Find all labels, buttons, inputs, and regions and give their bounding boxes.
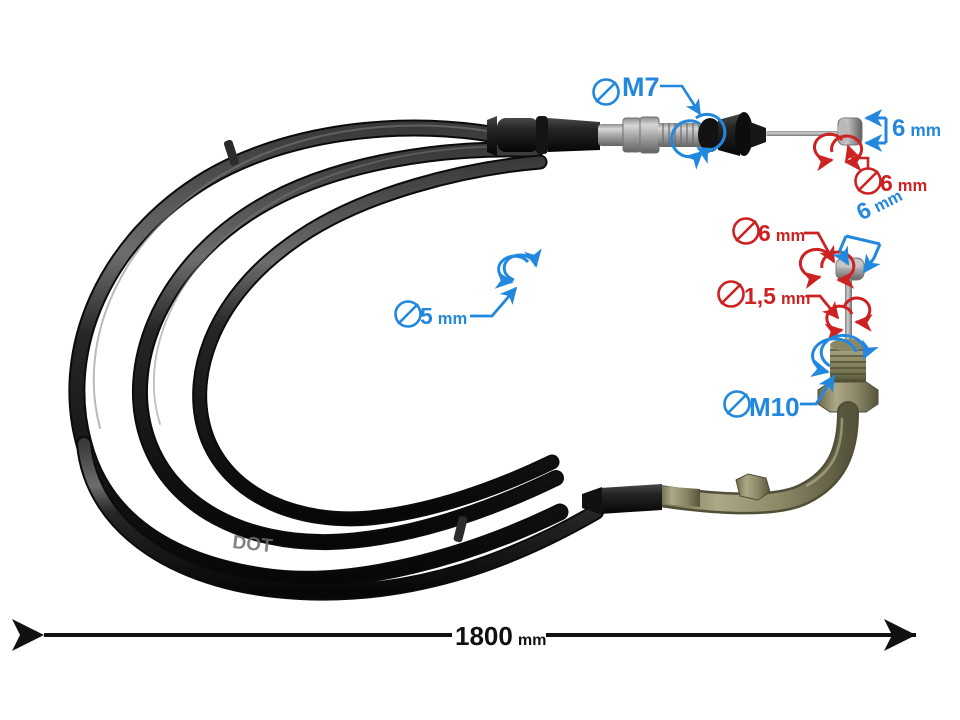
annotation-mid-dia-6mm bbox=[732, 217, 856, 290]
label-m7-value: M7 bbox=[622, 72, 660, 102]
annotation-cable-5mm bbox=[394, 248, 542, 328]
label-cable-5mm-value: 5 bbox=[420, 303, 433, 329]
label-m10-value: M10 bbox=[749, 392, 800, 422]
diameter-symbol-icon bbox=[732, 217, 760, 245]
lower-elbow-fitting bbox=[582, 339, 879, 515]
label-overall-length-unit: mm bbox=[517, 631, 547, 649]
label-overall-length-value: 1800 bbox=[455, 621, 513, 651]
upper-end-assembly bbox=[487, 112, 863, 156]
diameter-symbol-icon bbox=[717, 280, 745, 308]
annotation-barrel-6mm bbox=[864, 109, 888, 152]
annotation-m7 bbox=[592, 78, 727, 170]
label-m10: M10 bbox=[749, 392, 800, 423]
label-barrel-6mm-value: 6 bbox=[892, 115, 906, 142]
label-inner-wire-1-5mm-value: 1,5 bbox=[744, 283, 776, 309]
annotation-inner-wire-1-5mm bbox=[717, 280, 873, 342]
label-cable-5mm-unit: mm bbox=[437, 309, 468, 328]
label-inner-wire-1-5mm-unit: mm bbox=[780, 289, 811, 308]
label-barrel-dia-6mm-unit: mm bbox=[897, 176, 928, 195]
label-m7: M7 bbox=[622, 72, 660, 103]
annotation-m10 bbox=[723, 333, 879, 418]
cable-clip-marks bbox=[223, 139, 468, 543]
annotation-mid-6mm bbox=[832, 234, 882, 274]
annotation-barrel-dia-6mm bbox=[813, 132, 882, 195]
cable-housing-coil bbox=[68, 119, 604, 601]
label-barrel-dia-6mm-value: 6 bbox=[880, 170, 893, 196]
label-barrel-6mm-unit: mm bbox=[910, 120, 942, 140]
diameter-symbol-icon bbox=[723, 390, 751, 418]
label-mid-dia-6mm-unit: mm bbox=[775, 226, 806, 245]
cable-marking-text: DOT bbox=[231, 532, 273, 557]
label-mid-dia-6mm-value: 6 bbox=[758, 220, 771, 246]
diameter-symbol-icon bbox=[394, 300, 422, 328]
diameter-symbol-icon bbox=[854, 167, 882, 195]
diameter-symbol-icon bbox=[592, 78, 620, 106]
